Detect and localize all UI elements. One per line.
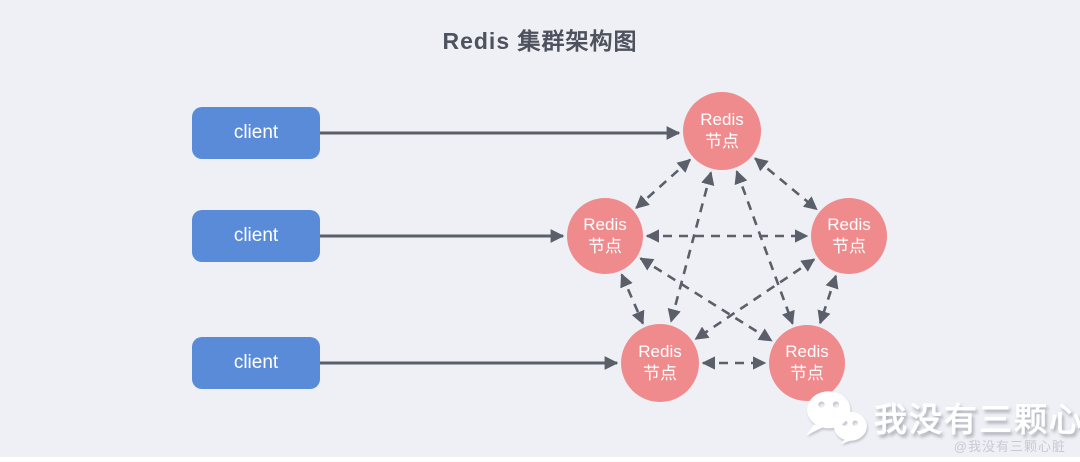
- node-mesh-edge: [620, 273, 645, 325]
- client-1: client: [192, 107, 320, 159]
- client-label: client: [233, 122, 279, 143]
- node-mid-right: Redis 节点: [811, 198, 887, 274]
- client-2: client: [192, 210, 320, 262]
- node-bottom-left: Redis 节点: [621, 324, 699, 402]
- node-label-line: 节点: [790, 364, 824, 383]
- node-label-line: Redis: [785, 341, 829, 361]
- node-top: Redis 节点: [683, 92, 761, 170]
- watermark-text: 我没有三颗心脏: [874, 401, 1080, 438]
- node-label-line: Redis: [827, 214, 871, 234]
- credit-text: @我没有三颗心脏: [953, 439, 1066, 454]
- watermark: 我没有三颗心脏: [804, 390, 1080, 444]
- node-mesh-edge: [754, 157, 818, 211]
- client-label: client: [233, 352, 279, 373]
- node-label-line: Redis: [700, 109, 744, 129]
- node-label-line: 节点: [705, 132, 739, 151]
- node-mesh-edge: [694, 258, 816, 341]
- node-label-line: 节点: [643, 364, 677, 383]
- client-3: client: [192, 337, 320, 389]
- node-mesh-edge: [817, 274, 839, 325]
- node-mesh-edge: [667, 171, 715, 323]
- node-label-line: Redis: [638, 341, 682, 361]
- node-label-line: 节点: [588, 237, 622, 256]
- node-label-line: Redis: [583, 214, 627, 234]
- client-label: client: [233, 225, 279, 246]
- page-title: Redis 集群架构图: [442, 28, 638, 54]
- node-mesh-edge: [635, 158, 692, 209]
- bottom-strip: [0, 457, 1080, 462]
- node-label-line: 节点: [832, 237, 866, 256]
- node-mesh-edge: [734, 170, 795, 325]
- node-mid-left: Redis 节点: [567, 198, 643, 274]
- wechat-icon: [806, 391, 867, 444]
